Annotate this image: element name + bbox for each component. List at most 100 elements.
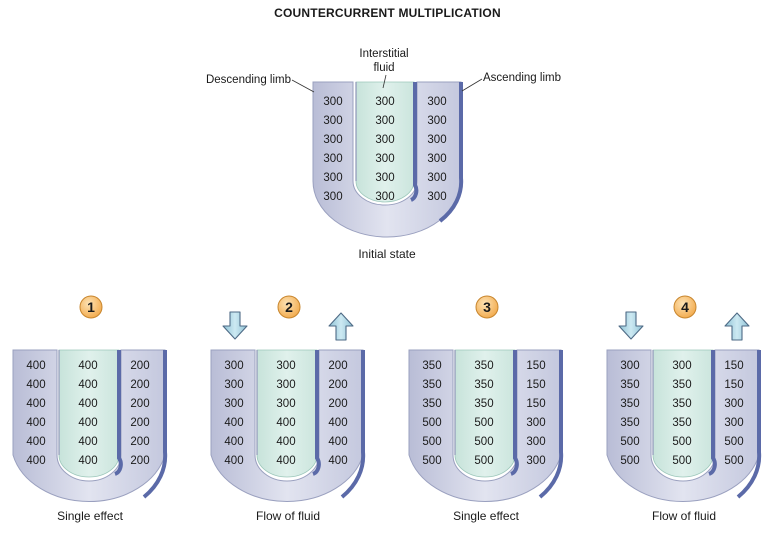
ascending-inner-wall [708,350,717,476]
initial-interstitial-value: 300 [375,191,394,203]
initial-interstitial-value: 300 [375,153,394,165]
descending-leader [291,79,315,93]
step-badge [475,295,499,319]
descending-value: 350 [620,398,639,410]
interstitial-value: 400 [78,360,97,372]
step-badge [673,295,697,319]
ascending-value: 200 [130,379,149,391]
descending-value: 500 [620,455,639,467]
interstitial-value: 350 [672,417,691,429]
descending-value: 400 [26,379,45,391]
ascending-value: 150 [724,360,743,372]
step-number: 1 [87,299,95,315]
diagram-title: COUNTERCURRENT MULTIPLICATION [274,6,501,20]
descending-value: 500 [422,417,441,429]
descending-value: 400 [26,417,45,429]
step-number: 2 [285,299,293,315]
ascending-value: 400 [328,417,347,429]
initial-ascending-value: 300 [427,96,446,108]
descending-limb-label: Descending limb [206,74,291,86]
interstitial-value: 400 [276,436,295,448]
descending-value: 350 [422,398,441,410]
initial-descending-value: 300 [323,134,342,146]
up-arrow-icon [724,312,750,341]
step-caption: Single effect [453,509,519,523]
ascending-outer-wall [538,350,564,499]
descending-value: 350 [620,379,639,391]
interstitial-value: 400 [276,417,295,429]
initial-ascending-value: 300 [427,153,446,165]
ascending-value: 400 [328,436,347,448]
initial-interstitial-value: 300 [375,172,394,184]
step-caption: Flow of fluid [652,509,716,523]
initial-descending-value: 300 [323,172,342,184]
interstitial-leader [382,74,387,89]
interstitial-value: 300 [672,360,691,372]
ascending-leader [461,78,483,92]
interstitial-value: 500 [672,436,691,448]
step-1-panel: 1 400 400 400 400 400 400 400 400 400 40… [12,295,168,523]
interstitial-value: 300 [276,398,295,410]
initial-outer-ascending-wall [438,82,464,223]
descending-value: 400 [26,455,45,467]
step-2-panel: 2 300 300 300 400 400 400 300 300 300 40… [210,295,366,523]
interstitial-value: 350 [474,379,493,391]
interstitial-value: 350 [672,379,691,391]
ascending-value: 200 [130,398,149,410]
interstitial-value: 400 [78,417,97,429]
descending-value: 350 [422,360,441,372]
step-4-panel: 4 300 350 350 350 500 500 300 350 350 35… [606,295,762,523]
ascending-value: 200 [130,417,149,429]
interstitial-fluid-label: Interstitial [359,48,408,60]
initial-ascending-value: 300 [427,115,446,127]
initial-state-loop: 300 300 300 300 300 300 300 300 300 300 … [206,48,561,261]
step-badge [277,295,301,319]
interstitial-value: 400 [78,398,97,410]
initial-descending-value: 300 [323,153,342,165]
descending-value: 350 [620,417,639,429]
descending-value: 400 [224,417,243,429]
up-arrow-icon [328,312,354,341]
step-caption: Single effect [57,509,123,523]
initial-ascending-value: 300 [427,191,446,203]
interstitial-value: 400 [78,455,97,467]
interstitial-value: 400 [276,455,295,467]
initial-ascending-wall [409,82,419,202]
down-arrow-icon [222,311,248,340]
descending-value: 300 [224,379,243,391]
descending-value: 500 [422,455,441,467]
descending-value: 350 [422,379,441,391]
ascending-value: 200 [328,398,347,410]
descending-value: 400 [26,436,45,448]
ascending-value: 200 [130,455,149,467]
interstitial-value: 350 [474,398,493,410]
ascending-value: 400 [328,455,347,467]
step-3-panel: 3 350 350 350 500 500 500 350 350 350 50… [408,295,564,523]
step-number: 4 [681,299,689,315]
ascending-value: 200 [328,379,347,391]
interstitial-value: 400 [78,436,97,448]
ascending-outer-wall [736,350,762,499]
ascending-value: 150 [526,398,545,410]
ascending-value: 300 [724,417,743,429]
descending-value: 400 [26,360,45,372]
ascending-value: 150 [526,360,545,372]
interstitial-value: 500 [474,436,493,448]
interstitial-value: 500 [474,417,493,429]
ascending-inner-wall [312,350,321,476]
initial-descending-value: 300 [323,96,342,108]
descending-value: 400 [224,455,243,467]
initial-interstitial-value: 300 [375,134,394,146]
descending-value: 500 [620,436,639,448]
descending-value: 300 [620,360,639,372]
descending-value: 300 [224,360,243,372]
interstitial-value: 400 [78,379,97,391]
interstitial-value: 300 [276,360,295,372]
ascending-inner-wall [510,350,519,476]
ascending-outer-wall [142,350,168,499]
ascending-value: 300 [526,417,545,429]
ascending-value: 200 [328,360,347,372]
step-number: 3 [483,299,491,315]
interstitial-value: 350 [672,398,691,410]
